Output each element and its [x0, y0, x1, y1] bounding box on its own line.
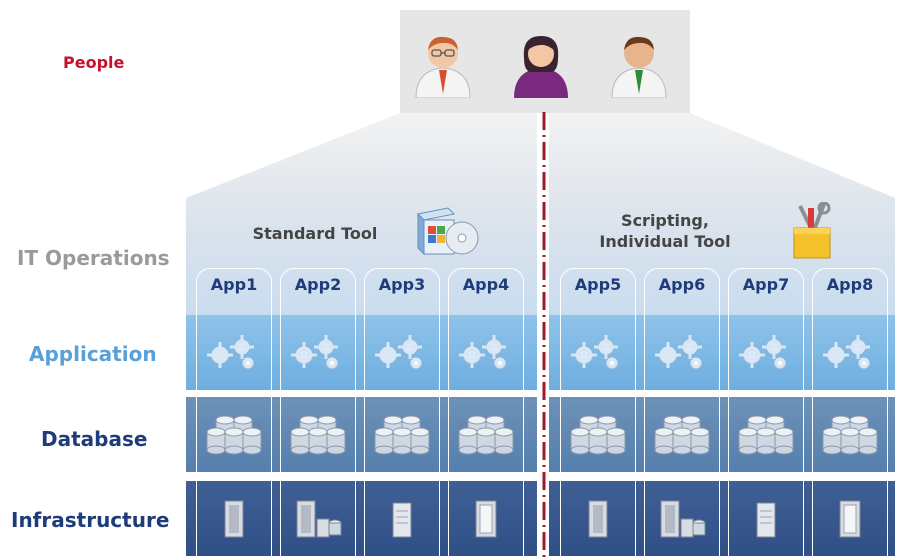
- app-label-2: App2: [294, 275, 342, 294]
- database-cylinders-icon: [364, 404, 440, 466]
- database-cylinders-icon: [280, 404, 356, 466]
- man-green-tie-icon: [604, 28, 674, 98]
- database-cylinders-icon: [812, 404, 888, 466]
- database-cylinders-icon: [560, 404, 636, 466]
- server-icon: [644, 488, 720, 550]
- scripting-title-line1: Scripting,: [621, 211, 709, 230]
- gears-icon: [560, 322, 636, 384]
- gears-icon: [812, 322, 888, 384]
- database-cylinders-icon: [644, 404, 720, 466]
- database-cylinders-icon: [196, 404, 272, 466]
- app-label-7: App7: [742, 275, 790, 294]
- server-icon: [728, 488, 804, 550]
- gears-icon: [364, 322, 440, 384]
- app-label-3: App3: [378, 275, 426, 294]
- people-label: People: [63, 53, 125, 72]
- server-icon: [560, 488, 636, 550]
- woman-purple-icon: [506, 28, 576, 98]
- people-group: [400, 10, 690, 113]
- gears-icon: [644, 322, 720, 384]
- database-cylinders-icon: [728, 404, 804, 466]
- server-icon: [812, 488, 888, 550]
- server-icon: [364, 488, 440, 550]
- gears-icon: [280, 322, 356, 384]
- application-label: Application: [29, 342, 157, 366]
- toolbox-icon: [786, 202, 838, 260]
- standard-tool-title: Standard Tool: [252, 224, 378, 243]
- app-label-1: App1: [210, 275, 258, 294]
- infrastructure-label: Infrastructure: [11, 508, 170, 532]
- man-glasses-red-hair-icon: [408, 28, 478, 98]
- server-icon: [196, 488, 272, 550]
- server-icon: [280, 488, 356, 550]
- app-label-6: App6: [658, 275, 706, 294]
- scripting-title-line2: Individual Tool: [599, 232, 731, 251]
- it-operations-label: IT Operations: [17, 246, 170, 270]
- gears-icon: [196, 322, 272, 384]
- server-icon: [448, 488, 524, 550]
- app-label-8: App8: [826, 275, 874, 294]
- database-label: Database: [41, 427, 148, 451]
- database-cylinders-icon: [448, 404, 524, 466]
- software-box-cd-icon: [414, 204, 482, 256]
- app-label-5: App5: [574, 275, 622, 294]
- app-label-4: App4: [462, 275, 510, 294]
- divider-line: [542, 112, 546, 560]
- gears-icon: [728, 322, 804, 384]
- gears-icon: [448, 322, 524, 384]
